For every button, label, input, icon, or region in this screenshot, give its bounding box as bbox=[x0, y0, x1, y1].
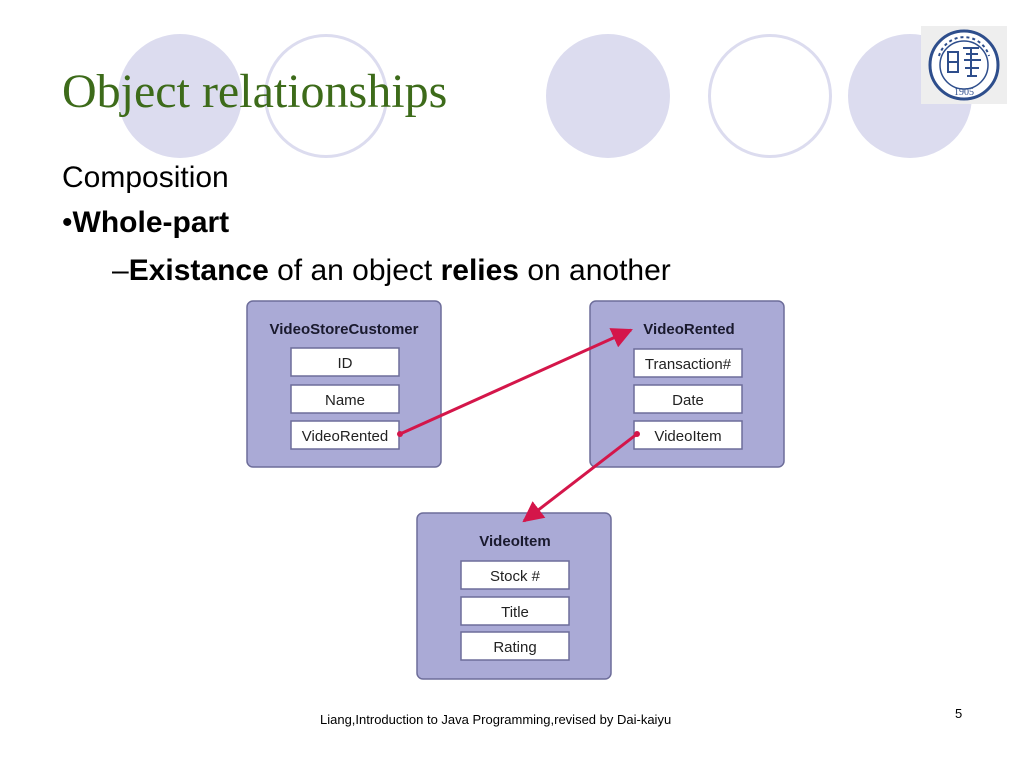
slide-title: Object relationships bbox=[62, 65, 448, 118]
field-box: Rating bbox=[460, 631, 570, 661]
field-label: Name bbox=[325, 392, 365, 409]
field-box: ID bbox=[290, 347, 400, 377]
of-an-object-text: of an object bbox=[268, 254, 441, 287]
field-label: Transaction# bbox=[645, 356, 732, 373]
relies-text: relies bbox=[440, 254, 519, 287]
class-title: VideoRented bbox=[643, 321, 734, 338]
composition-heading: Composition bbox=[62, 160, 229, 196]
field-label: Rating bbox=[493, 639, 536, 656]
decor-circle-4 bbox=[708, 34, 832, 158]
seal-year: 1905 bbox=[954, 87, 974, 98]
class-title: VideoItem bbox=[479, 533, 550, 550]
bullet-glyph: • bbox=[62, 206, 73, 239]
on-another-text: on another bbox=[518, 254, 671, 287]
field-box: VideoRented bbox=[290, 420, 400, 450]
field-label: VideoRented bbox=[302, 428, 388, 445]
field-box: Date bbox=[633, 384, 743, 414]
university-logo: 1905 bbox=[921, 26, 1007, 104]
seal-icon: 1905 bbox=[928, 29, 1000, 101]
footer-credit: Liang,Introduction to Java Programming,r… bbox=[320, 712, 672, 727]
field-label: ID bbox=[338, 355, 353, 372]
bullet-line: •Whole-part bbox=[62, 205, 229, 241]
class-box-videostorecustomer: VideoStoreCustomer ID Name VideoRented bbox=[246, 300, 442, 468]
arrow-customer-to-videorented bbox=[397, 328, 633, 437]
field-box: Title bbox=[460, 596, 570, 626]
field-label: VideoItem bbox=[654, 428, 721, 445]
field-label: Title bbox=[501, 604, 529, 621]
decor-circle-1 bbox=[118, 34, 242, 158]
field-box: Transaction# bbox=[633, 348, 743, 378]
field-label: Stock # bbox=[490, 568, 541, 585]
field-box: Stock # bbox=[460, 560, 570, 590]
class-title: VideoStoreCustomer bbox=[270, 321, 419, 338]
page-number: 5 bbox=[955, 706, 963, 721]
composition-text: Composition bbox=[62, 161, 229, 194]
class-box-videoitem: VideoItem Stock # Title Rating bbox=[416, 512, 612, 680]
dash-glyph: – bbox=[112, 254, 129, 287]
class-box-videorented: VideoRented Transaction# Date VideoItem bbox=[589, 300, 785, 468]
sub-bullet-line: –Existance of an object relies on anothe… bbox=[112, 253, 671, 289]
whole-part-text: Whole-part bbox=[72, 206, 230, 239]
decor-circle-2 bbox=[264, 34, 388, 158]
field-box: Name bbox=[290, 384, 400, 414]
decor-circle-3 bbox=[546, 34, 670, 158]
field-box: VideoItem bbox=[633, 420, 743, 450]
arrow-videorented-to-videoitem bbox=[522, 431, 640, 523]
field-label: Date bbox=[672, 392, 704, 409]
existance-text: Existance bbox=[128, 254, 269, 287]
